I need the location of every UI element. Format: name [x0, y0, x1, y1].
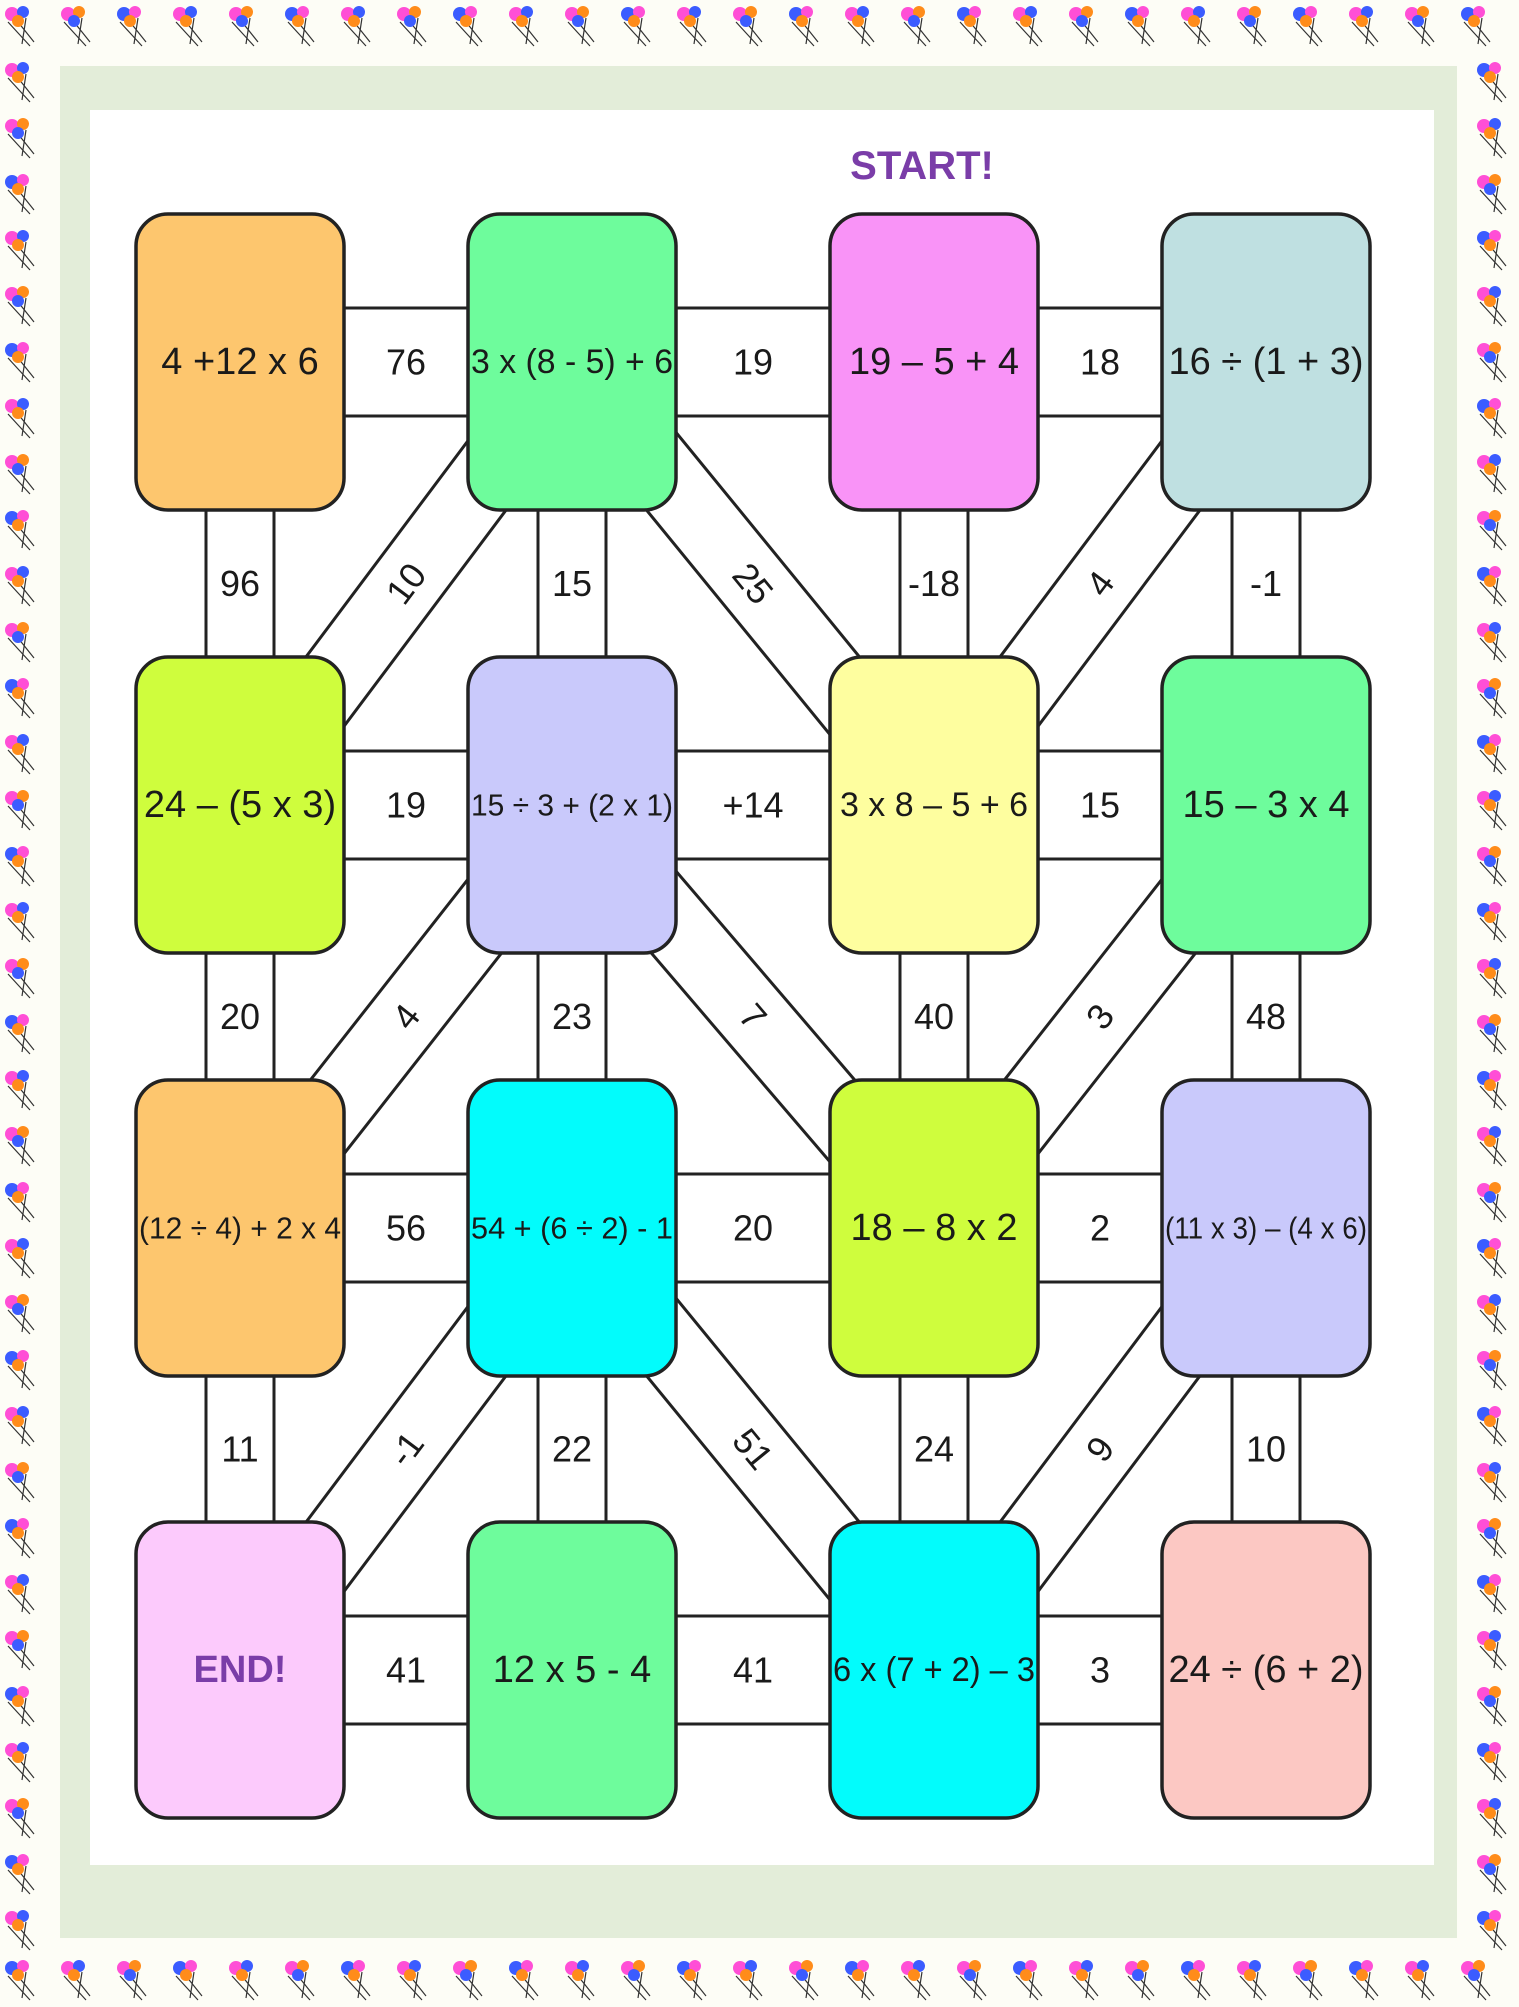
cell-expression: (12 ÷ 4) + 2 x 4 — [139, 1211, 341, 1246]
maze-cell-r2c2[interactable]: 18 – 8 x 2 — [830, 1080, 1038, 1376]
cell-expression: 54 + (6 ÷ 2) - 1 — [471, 1211, 673, 1246]
connector-label: 19 — [386, 785, 426, 826]
maze-cell-r0c2[interactable]: 19 – 5 + 4 — [830, 214, 1038, 510]
cell-expression: 6 x (7 + 2) – 3 — [833, 1651, 1035, 1689]
connector-label: 18 — [1080, 342, 1120, 383]
connector-label: -1 — [1250, 563, 1282, 604]
maze-cell-r0c0[interactable]: 4 +12 x 6 — [136, 214, 344, 510]
maze-cell-r2c0[interactable]: (12 ÷ 4) + 2 x 4 — [136, 1080, 344, 1376]
maze-cell-r1c3[interactable]: 15 – 3 x 4 — [1162, 657, 1370, 953]
connector-label: 20 — [220, 996, 260, 1037]
connector-label: 15 — [1080, 785, 1120, 826]
cell-expression: 24 – (5 x 3) — [144, 784, 336, 826]
connector-label: 3 — [1090, 1650, 1110, 1691]
connector-label: 41 — [386, 1650, 426, 1691]
maze-cell-r1c2[interactable]: 3 x 8 – 5 + 6 — [830, 657, 1038, 953]
cell-expression: (11 x 3) – (4 x 6) — [1165, 1211, 1367, 1246]
start-label: START! — [850, 144, 994, 188]
cell-expression: 18 – 8 x 2 — [851, 1207, 1018, 1249]
connector-label: 22 — [552, 1429, 592, 1470]
connector-label: 40 — [914, 996, 954, 1037]
connector-label: 23 — [552, 996, 592, 1037]
connector-label: 11 — [221, 1429, 258, 1470]
cell-expression: 19 – 5 + 4 — [849, 341, 1019, 383]
maze-cell-r2c3[interactable]: (11 x 3) – (4 x 6) — [1162, 1080, 1370, 1376]
cell-expression: 4 +12 x 6 — [161, 341, 318, 383]
maze-cell-r1c0[interactable]: 24 – (5 x 3) — [136, 657, 344, 953]
cell-expression: 3 x 8 – 5 + 6 — [840, 786, 1028, 824]
connector-label: 96 — [220, 563, 260, 604]
cell-expression: 3 x (8 - 5) + 6 — [471, 343, 673, 381]
end-cell[interactable]: END! — [136, 1522, 344, 1818]
connector-label: 2 — [1090, 1208, 1110, 1249]
maze-cell-r1c1[interactable]: 15 ÷ 3 + (2 x 1) — [468, 657, 676, 953]
maze-cell-r3c3[interactable]: 24 ÷ (6 + 2) — [1162, 1522, 1370, 1818]
connector-label: 20 — [733, 1208, 773, 1249]
maze-cell-r0c1[interactable]: 3 x (8 - 5) + 6 — [468, 214, 676, 510]
connector-label: 48 — [1246, 996, 1286, 1037]
maze-cell-r3c1[interactable]: 12 x 5 - 4 — [468, 1522, 676, 1818]
connector-label: 15 — [552, 563, 592, 604]
connector-label: -18 — [908, 563, 960, 604]
cell-expression: 15 ÷ 3 + (2 x 1) — [471, 788, 673, 823]
maze-cell-r0c3[interactable]: 16 ÷ (1 + 3) — [1162, 214, 1370, 510]
cell-expression: 15 – 3 x 4 — [1183, 784, 1350, 826]
connector-label: 10 — [1246, 1429, 1286, 1470]
connector-label: 56 — [386, 1208, 426, 1249]
maze-cell-r2c1[interactable]: 54 + (6 ÷ 2) - 1 — [468, 1080, 676, 1376]
connector-label: +14 — [722, 785, 783, 826]
connector-label: 24 — [914, 1429, 954, 1470]
cell-expression: 24 ÷ (6 + 2) — [1168, 1649, 1363, 1691]
maze-cell-r3c2[interactable]: 6 x (7 + 2) – 3 — [830, 1522, 1038, 1818]
connector-label: 76 — [386, 342, 426, 383]
cell-expression: 12 x 5 - 4 — [493, 1649, 651, 1691]
connector-label: 41 — [733, 1650, 773, 1691]
connector-label: 19 — [733, 342, 773, 383]
cell-expression: END! — [194, 1649, 287, 1691]
cell-expression: 16 ÷ (1 + 3) — [1168, 341, 1363, 383]
